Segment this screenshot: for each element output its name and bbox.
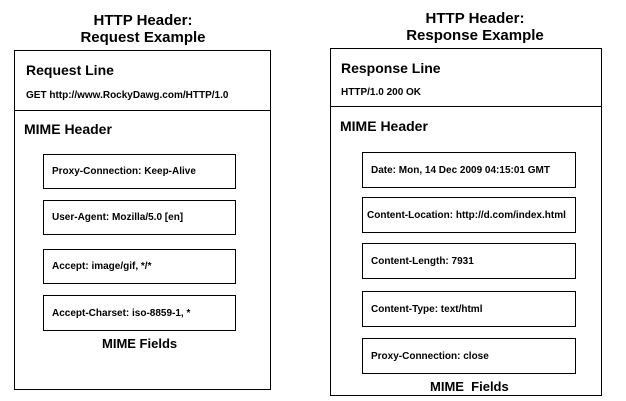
response-line-value: HTTP/1.0 200 OK [341,87,422,98]
request-title-line2: Request Example [80,29,206,46]
request-field-accept: Accept: image/gif, */* [43,249,236,284]
response-field-date: Date: Mon, 14 Dec 2009 04:15:01 GMT [362,152,576,188]
response-line-heading: Response Line [341,60,441,76]
request-field-accept-charset: Accept-Charset: iso-8859-1, * [43,295,236,331]
request-title-line1: HTTP Header: [93,12,193,29]
response-title-line1: HTTP Header: [425,10,525,27]
response-mime-heading: MIME Header [340,118,428,134]
response-mime-fields-label: MIME Fields [430,379,509,394]
response-field-proxy-connection: Proxy-Connection: close [362,338,576,374]
request-mime-heading: MIME Header [24,121,112,137]
response-title-line2: Response Example [406,27,544,44]
response-field-content-length: Content-Length: 7931 [362,243,576,279]
request-title: HTTP Header: Request Example [48,12,238,46]
request-field-proxy-connection: Proxy-Connection: Keep-Alive [43,154,236,189]
request-mime-fields-label: MIME Fields [102,336,178,351]
request-divider [14,110,271,111]
request-line-value: GET http://www.RockyDawg.com/HTTP/1.0 [26,90,229,101]
response-title: HTTP Header: Response Example [380,10,570,44]
request-field-user-agent: User-Agent: Mozilla/5.0 [en] [43,200,236,235]
response-divider [330,106,602,107]
response-field-content-type: Content-Type: text/html [362,291,576,327]
response-field-content-location: Content-Location: http://d.com/index.htm… [362,197,576,233]
request-line-heading: Request Line [26,62,114,78]
